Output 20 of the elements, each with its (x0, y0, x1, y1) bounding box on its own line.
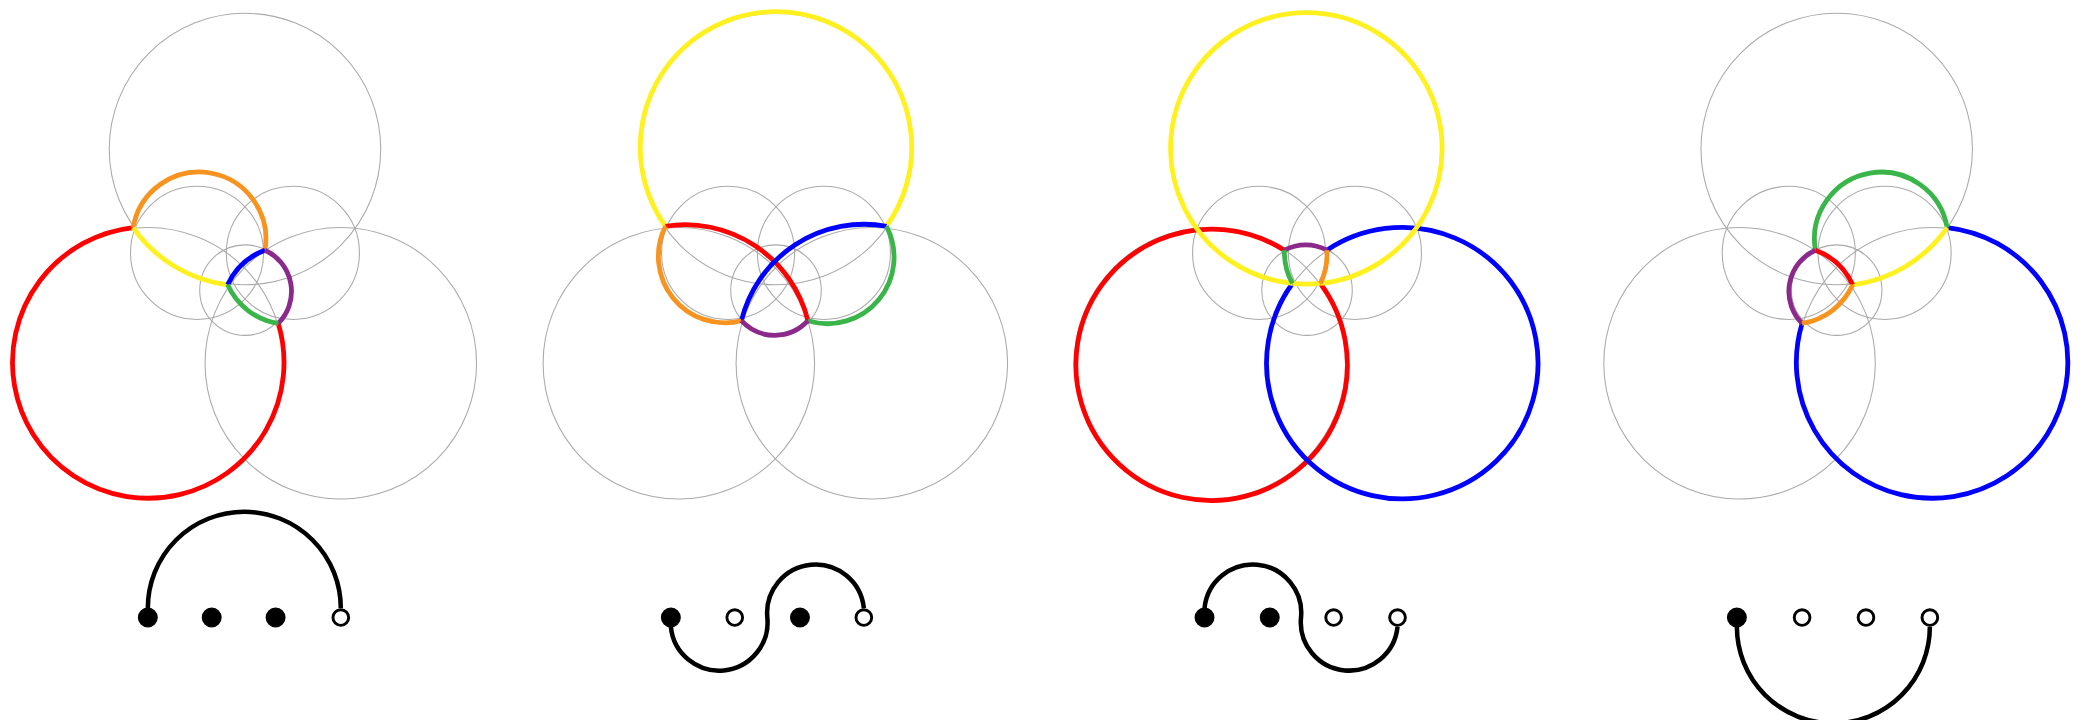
filled-dot (789, 607, 810, 628)
open-dot (854, 608, 874, 627)
open-dot (725, 608, 745, 627)
open-dot (1920, 608, 1940, 627)
filled-dot (1194, 607, 1215, 628)
open-dot (331, 608, 351, 627)
filled-dot (660, 607, 681, 628)
filled-dot (137, 607, 158, 628)
arc-connector (1734, 626, 1933, 720)
arc-connector (668, 562, 867, 673)
open-dot (1388, 608, 1407, 627)
filled-dot (265, 607, 286, 628)
open-dot (1792, 608, 1812, 627)
arc-connector (1202, 562, 1400, 673)
filled-dot (1726, 607, 1747, 628)
open-dot (1324, 608, 1343, 627)
filled-dot (201, 607, 222, 628)
open-dot (1856, 608, 1876, 627)
arc-connector (145, 509, 344, 609)
filled-dot (1259, 607, 1280, 628)
